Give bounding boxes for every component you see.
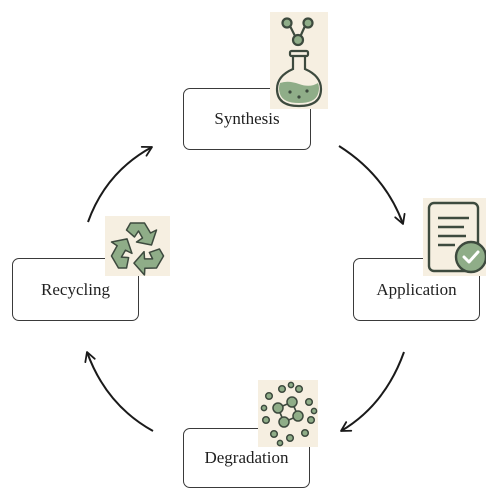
- arrow-degradation-to-recycling: [84, 351, 154, 432]
- node-label-degradation: Degradation: [204, 448, 289, 467]
- arrow-application-to-degradation: [340, 351, 405, 432]
- node-label-application: Application: [376, 279, 457, 299]
- recycle-icon: [104, 216, 170, 280]
- flask-icon: [270, 12, 328, 109]
- node-application: Application: [353, 258, 480, 321]
- node-label-synthesis: Synthesis: [214, 109, 280, 128]
- arrow-synthesis-to-application: [338, 145, 406, 225]
- arrow-recycling-to-synthesis: [87, 146, 153, 223]
- node-degradation: Degradation: [183, 428, 310, 488]
- node-label-recycling: Recycling: [41, 279, 110, 299]
- checked-document-icon: [423, 198, 488, 276]
- molecule-dots-icon: [258, 380, 318, 447]
